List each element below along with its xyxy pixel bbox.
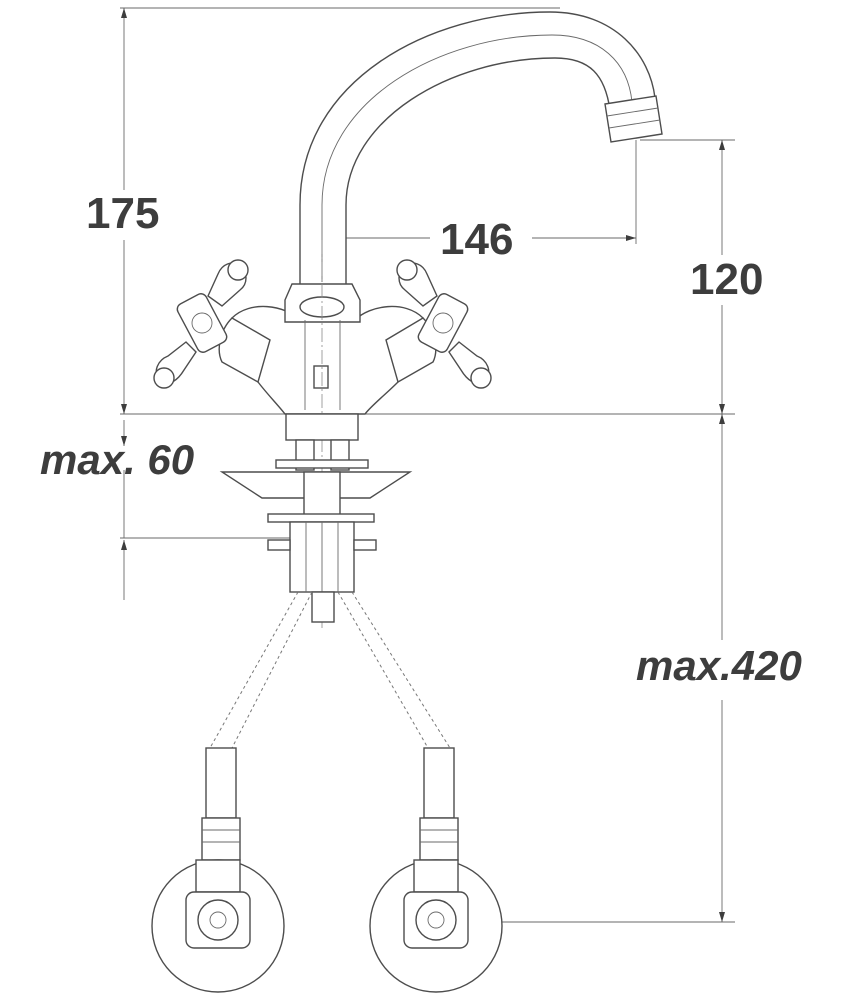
- dim-overall-height: 175: [86, 189, 159, 238]
- dim-max-deck-thickness: max. 60: [40, 436, 194, 483]
- mixer-body: [231, 240, 424, 630]
- left-angle-valve: [151, 859, 285, 993]
- flexible-hoses: [201, 591, 459, 861]
- dim-max-hose-length: max.420: [636, 642, 802, 689]
- right-cross-handle: [385, 259, 492, 389]
- mounting-assembly: [219, 413, 413, 623]
- spout: [299, 11, 656, 287]
- dim-spout-height: 120: [690, 255, 763, 304]
- aerator: [604, 95, 663, 143]
- dim-spout-reach: 146: [440, 215, 513, 264]
- left-cross-handle: [153, 259, 271, 389]
- right-angle-valve: [369, 859, 503, 993]
